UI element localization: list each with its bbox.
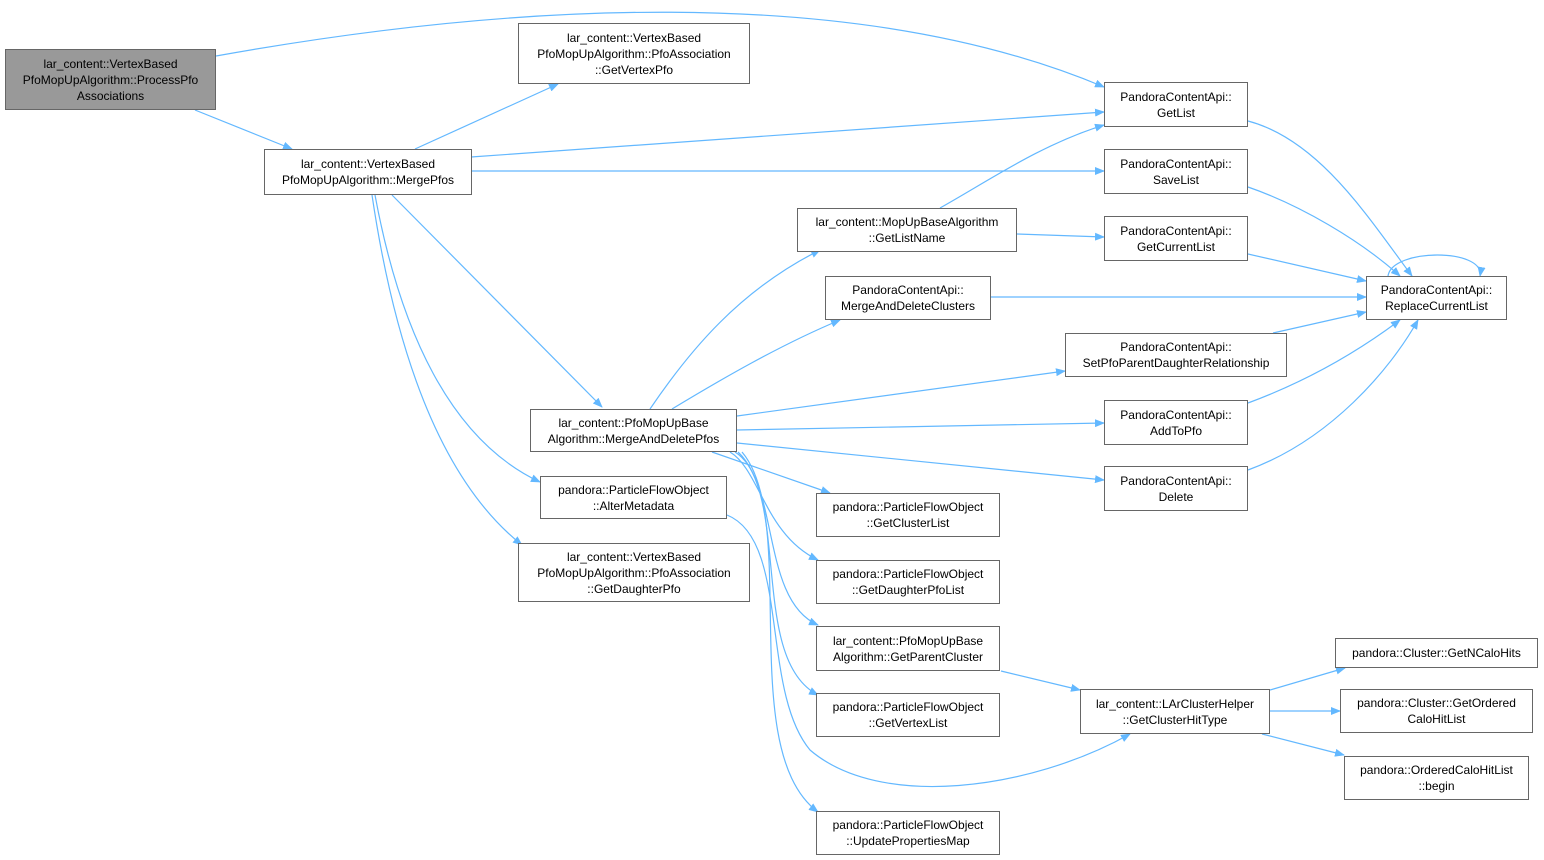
node-savelist[interactable]: PandoraContentApi:: SaveList <box>1104 149 1248 194</box>
node-orderedcalohitlist-begin[interactable]: pandora::OrderedCaloHitList ::begin <box>1344 756 1529 800</box>
edge-mergepfos-getvertexpfo <box>414 83 559 150</box>
edge-mergeanddeletepfos-setpfoparent <box>736 368 1066 417</box>
edge-mergeanddeletepfos-getdaughterpfolist <box>729 451 819 561</box>
node-getdaughterpfo[interactable]: lar_content::VertexBased PfoMopUpAlgorit… <box>518 543 750 602</box>
edge-getlist-replacecurrentlist <box>1247 120 1413 277</box>
node-addtopfo[interactable]: PandoraContentApi:: AddToPfo <box>1104 400 1248 445</box>
edge-mergeanddeletepfos-mergeanddeleteclusters <box>671 319 841 410</box>
edge-mergepfos-mergeanddeletepfos <box>391 194 603 408</box>
node-mergeanddeletepfos[interactable]: lar_content::PfoMopUpBase Algorithm::Mer… <box>530 409 737 452</box>
node-getclusterhittype[interactable]: lar_content::LArClusterHelper ::GetClust… <box>1080 689 1270 734</box>
node-setpfoparentdaughterrelationship[interactable]: PandoraContentApi:: SetPfoParentDaughter… <box>1065 333 1287 377</box>
node-getvertexpfo[interactable]: lar_content::VertexBased PfoMopUpAlgorit… <box>518 23 750 84</box>
edge-addtopfo-replacecurrentlist <box>1247 319 1401 404</box>
edge-delete-replacecurrentlist <box>1247 319 1419 471</box>
edge-mergepfos-altermetadata <box>374 194 541 483</box>
node-delete[interactable]: PandoraContentApi:: Delete <box>1104 466 1248 511</box>
node-altermetadata[interactable]: pandora::ParticleFlowObject ::AlterMetad… <box>540 476 727 519</box>
edge-mergeanddeletepfos-delete <box>736 442 1105 484</box>
edge-setpfoparent-replacecurrentlist <box>1272 310 1367 334</box>
node-getvertexlist[interactable]: pandora::ParticleFlowObject ::GetVertexL… <box>816 693 1000 737</box>
edge-altermetadata-getclusterhittype <box>726 514 1131 788</box>
node-getlistname[interactable]: lar_content::MopUpBaseAlgorithm ::GetLis… <box>797 208 1017 252</box>
node-getcurrentlist[interactable]: PandoraContentApi:: GetCurrentList <box>1104 216 1248 261</box>
node-mergepfos[interactable]: lar_content::VertexBased PfoMopUpAlgorit… <box>264 149 472 195</box>
node-getlist[interactable]: PandoraContentApi:: GetList <box>1104 82 1248 127</box>
edge-savelist-replacecurrentlist <box>1247 186 1401 277</box>
node-mergeanddeleteclusters[interactable]: PandoraContentApi:: MergeAndDeleteCluste… <box>825 276 991 320</box>
edge-getparentcluster-getclusterhittype <box>1000 670 1081 692</box>
edge-mergeanddeletepfos-getlistname <box>649 249 821 410</box>
edge-processpfo-getlist <box>215 11 1105 88</box>
node-replacecurrentlist[interactable]: PandoraContentApi:: ReplaceCurrentList <box>1366 276 1507 320</box>
edge-getlistname-getcurrentlist <box>1016 232 1105 241</box>
node-getdaughterpfolist[interactable]: pandora::ParticleFlowObject ::GetDaughte… <box>816 560 1000 604</box>
node-getncalohits[interactable]: pandora::Cluster::GetNCaloHits <box>1335 638 1538 668</box>
edge-mergepfos-getlist <box>470 108 1105 158</box>
edge-processpfo-mergepfos <box>194 109 293 150</box>
edge-mergeanddeletepfos-getvertexlist <box>737 451 819 696</box>
edge-getcurrentlist-replacecurrentlist <box>1247 253 1367 283</box>
edge-mergeanddeletepfos-updatepropertiesmap <box>741 451 819 813</box>
edge-getclusterhittype-begin <box>1261 733 1345 757</box>
edge-getlistname-getlist <box>939 123 1105 209</box>
edge-mergeanddeletepfos-getclusterlist <box>711 451 831 494</box>
edge-getclusterhittype-getncalohits <box>1269 666 1346 691</box>
node-getclusterlist[interactable]: pandora::ParticleFlowObject ::GetCluster… <box>816 493 1000 537</box>
edge-replacecurrentlist-self <box>1387 254 1486 277</box>
edge-mergepfos-getdaughterpfo <box>371 194 523 546</box>
edge-mergeanddeletepfos-addtopfo <box>736 419 1105 431</box>
node-getparentcluster[interactable]: lar_content::PfoMopUpBase Algorithm::Get… <box>816 626 1000 671</box>
node-updatepropertiesmap[interactable]: pandora::ParticleFlowObject ::UpdateProp… <box>816 811 1000 855</box>
node-getorderedcalohitlist[interactable]: pandora::Cluster::GetOrdered CaloHitList <box>1340 689 1533 733</box>
node-processpfoassociations: lar_content::VertexBased PfoMopUpAlgorit… <box>5 49 216 110</box>
